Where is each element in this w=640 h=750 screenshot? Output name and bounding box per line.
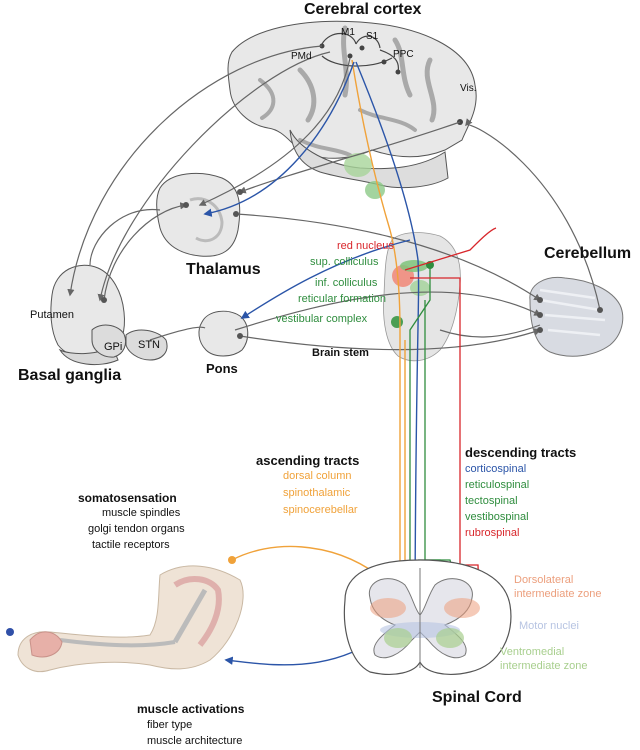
- putamen-label: Putamen: [30, 309, 75, 321]
- descending-tract-item: vestibospinal: [465, 511, 529, 523]
- cerebellum-shape: [529, 276, 624, 357]
- somatosensation-item: tactile receptors: [92, 539, 170, 551]
- pons-label: Pons: [206, 361, 238, 376]
- stn-label: STN: [138, 339, 160, 351]
- muscle-activations-item: muscle architecture: [147, 735, 243, 747]
- cerebral-cortex-shape: [227, 20, 477, 189]
- spinal-zone-label: Motor nuclei: [519, 620, 579, 632]
- descending-tract-item: reticulospinal: [465, 479, 530, 491]
- thalamus-label: Thalamus: [186, 261, 261, 278]
- pmd-label: PMd: [291, 51, 312, 62]
- muscle-activations-heading: muscle activations: [137, 702, 245, 716]
- spinal-cord-shape: [343, 559, 512, 675]
- thalamus-shape: [156, 172, 241, 257]
- brainstem-nucleus-label: inf. colliculus: [315, 277, 378, 289]
- brainstem-nucleus-label: red nucleus: [337, 240, 394, 252]
- basal-ganglia-label: Basal ganglia: [18, 367, 122, 384]
- brainstem-nucleus-label: reticular formation: [298, 293, 387, 305]
- descending-tracts-heading: descending tracts: [465, 445, 577, 460]
- muscle-activations-item: fiber type: [147, 719, 193, 731]
- descending-tract-item: corticospinal: [465, 463, 527, 475]
- somatosensation-heading: somatosensation: [78, 491, 177, 505]
- brainstem-nucleus-label: sup. colliculus: [310, 256, 379, 268]
- brainstem-nucleus-label: vestibular complex: [276, 313, 368, 325]
- descending-tract-item: tectospinal: [465, 495, 518, 507]
- ascending-tract-item: spinocerebellar: [283, 504, 358, 516]
- ppc-label: PPC: [393, 49, 414, 60]
- somatosensation-item: golgi tendon organs: [88, 523, 185, 535]
- cerebellum-label: Cerebellum: [544, 245, 632, 262]
- connection-lines: [67, 45, 603, 351]
- ascending-tracts-heading: ascending tracts: [256, 453, 360, 468]
- pons-shape: [198, 310, 249, 357]
- somatosensation-item: muscle spindles: [102, 507, 181, 519]
- spinal-cord-label: Spinal Cord: [432, 689, 522, 706]
- s1-label: S1: [366, 31, 379, 42]
- brain-stem-label: Brain stem: [312, 347, 369, 359]
- arm-illustration: [6, 565, 244, 673]
- spinal-zone-label: Dorsolateral intermediate zone: [514, 574, 602, 600]
- ascending-tract-item: dorsal column: [283, 470, 352, 482]
- descending-tract-item: rubrospinal: [465, 527, 520, 539]
- ascending-tract-item: spinothalamic: [283, 487, 351, 499]
- spinal-zone-label: Ventromedial intermediate zone: [500, 646, 588, 672]
- m1-label: M1: [341, 27, 355, 38]
- cerebral-cortex-label: Cerebral cortex: [304, 1, 422, 18]
- vis-label: Vis.: [460, 83, 477, 94]
- gpi-label: GPi: [104, 341, 123, 353]
